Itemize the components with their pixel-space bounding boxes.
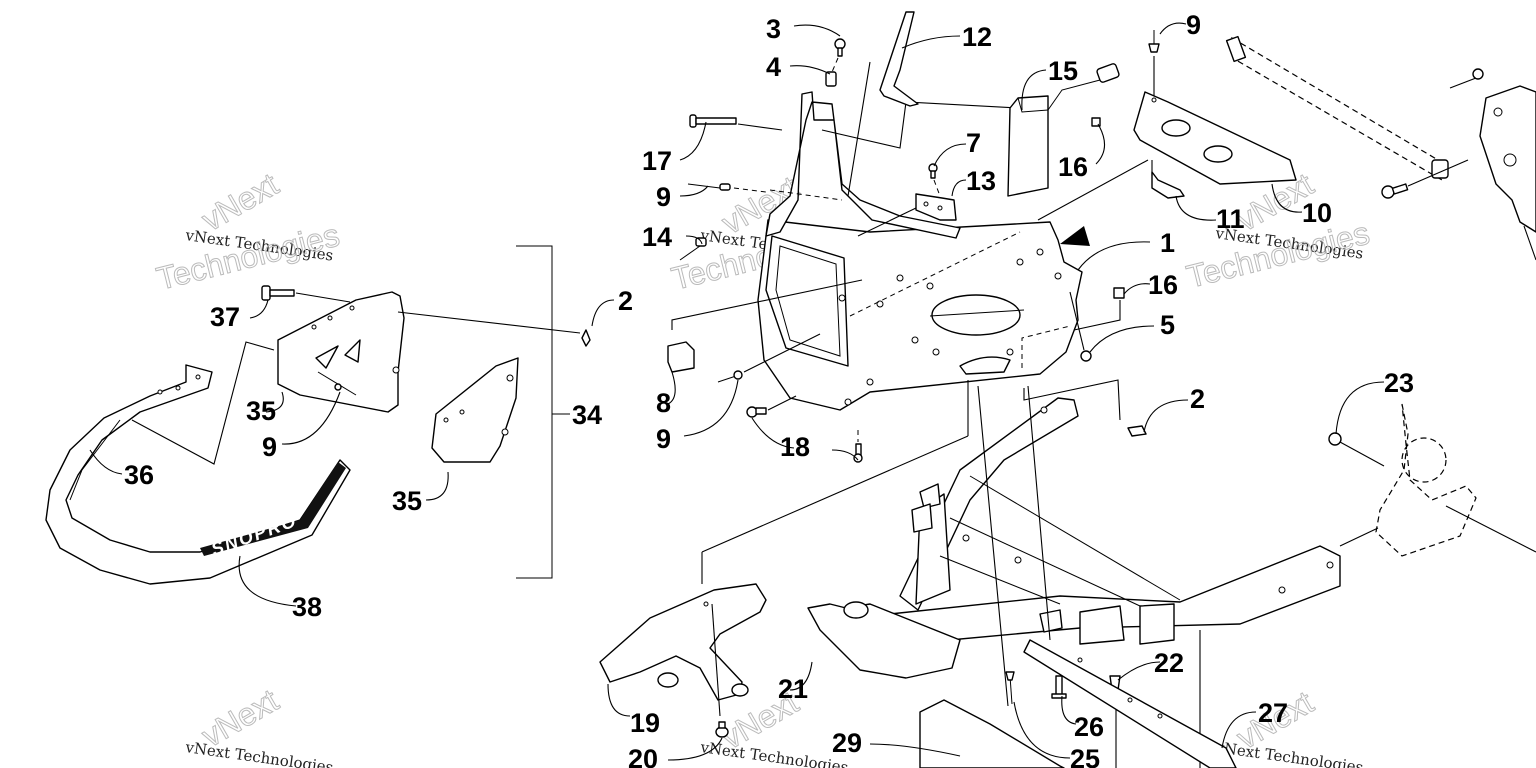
screw-7[interactable]: [928, 163, 938, 179]
callout-15[interactable]: 15: [1048, 56, 1078, 86]
callout-1[interactable]: 1: [1160, 228, 1175, 258]
callout-35-upper[interactable]: 35: [246, 396, 276, 426]
upper-right-assembly: [1037, 30, 1536, 261]
callout-38[interactable]: 38: [292, 592, 322, 622]
callout-9-left[interactable]: 9: [262, 432, 277, 462]
callout-9-top-right[interactable]: 9: [1186, 10, 1201, 40]
nut-upper-right[interactable]: [1472, 68, 1484, 80]
screw-5[interactable]: [1080, 350, 1092, 362]
callout-4[interactable]: 4: [766, 52, 781, 82]
callout-22[interactable]: 22: [1154, 648, 1184, 678]
callout-3[interactable]: 3: [766, 14, 781, 44]
rivet-9-left[interactable]: [317, 371, 357, 396]
chassis-crossmember[interactable]: [889, 545, 1341, 645]
callout-18[interactable]: 18: [780, 432, 810, 462]
clip-2-left[interactable]: [581, 329, 591, 347]
callout-36[interactable]: 36: [124, 460, 154, 490]
lower-rail[interactable]: [1023, 639, 1237, 768]
rivet-9-lower[interactable]: [717, 370, 743, 383]
callout-8[interactable]: 8: [656, 388, 671, 418]
bolt-18-lower[interactable]: [853, 443, 863, 463]
watermark-text: vNext: [196, 166, 285, 238]
callout-16-upper[interactable]: 16: [1058, 152, 1088, 182]
front-frame-assembly: [667, 11, 1147, 463]
bumper-block-8[interactable]: [667, 341, 695, 373]
spindle-mount-21[interactable]: [807, 603, 961, 679]
bolt-26[interactable]: [1051, 675, 1067, 699]
rivet-9-upper[interactable]: [687, 183, 731, 191]
callout-25[interactable]: 25: [1070, 744, 1100, 768]
nut-23[interactable]: [1328, 432, 1342, 446]
callout-13[interactable]: 13: [966, 166, 996, 196]
frame-window: [765, 235, 849, 367]
callout-leaders: [89, 22, 1385, 761]
callout-14[interactable]: 14: [642, 222, 672, 252]
callout-9-lower[interactable]: 9: [656, 424, 671, 454]
clip-2-right[interactable]: [1127, 425, 1147, 437]
bracket-13[interactable]: [915, 193, 957, 221]
callout-9-upper[interactable]: 9: [656, 182, 671, 212]
nut-16-upper[interactable]: [1091, 117, 1101, 127]
nut-16-right[interactable]: [1113, 287, 1125, 299]
bolt-18[interactable]: [746, 406, 767, 418]
callout-10[interactable]: 10: [1302, 198, 1332, 228]
callout-16-right[interactable]: 16: [1148, 270, 1178, 300]
callout-34[interactable]: 34: [572, 400, 602, 430]
bolt-37[interactable]: [261, 285, 295, 301]
bumper-assembly: SNOPRO: [45, 245, 591, 585]
callout-7[interactable]: 7: [966, 128, 981, 158]
rivet-9-top-right[interactable]: [1148, 30, 1160, 53]
part-15-module[interactable]: [1007, 63, 1120, 197]
lower-skid-plate[interactable]: [919, 699, 1065, 768]
bumper-stop-20[interactable]: [715, 721, 729, 738]
callout-2-left[interactable]: 2: [618, 286, 633, 316]
callout-12[interactable]: 12: [962, 22, 992, 52]
callout-2-right[interactable]: 2: [1190, 384, 1205, 414]
callout-17[interactable]: 17: [642, 146, 672, 176]
upper-mount-bracket[interactable]: [765, 91, 961, 239]
watermark-text: vNext Technologies: [698, 738, 849, 768]
callout-11[interactable]: 11: [1216, 204, 1245, 234]
side-plate-35-lower[interactable]: [431, 357, 519, 463]
callout-21[interactable]: 21: [778, 674, 808, 704]
callout-23[interactable]: 23: [1384, 368, 1414, 398]
callout-26[interactable]: 26: [1074, 712, 1104, 742]
watermark-text: vNext Technologies: [1213, 738, 1364, 768]
plate-10[interactable]: [1133, 91, 1297, 185]
spacer-4[interactable]: [825, 71, 837, 87]
watermark-text: vNext: [196, 682, 285, 754]
direction-arrow-icon: [1060, 226, 1090, 246]
callout-27[interactable]: 27: [1258, 698, 1288, 728]
a-arm-19[interactable]: [599, 583, 767, 701]
lower-chassis: [599, 380, 1536, 768]
bracket-11[interactable]: [1151, 171, 1185, 199]
screw-3[interactable]: [834, 38, 846, 57]
callout-labels: 3 4 12 15 17 9 7 13 16 14 9 11 10 1 16 5…: [124, 10, 1414, 768]
callout-20[interactable]: 20: [628, 744, 658, 768]
callout-29[interactable]: 29: [832, 728, 862, 758]
callout-35-lower[interactable]: 35: [392, 486, 422, 516]
bolt-upper-right[interactable]: [1381, 183, 1409, 199]
watermark-text: Technologies: [1183, 215, 1373, 295]
callout-5[interactable]: 5: [1160, 310, 1175, 340]
callout-37[interactable]: 37: [210, 302, 240, 332]
part-12-deflector[interactable]: [879, 11, 919, 107]
bumper-tube-36[interactable]: [45, 364, 351, 585]
group-bracket-34: [516, 245, 553, 579]
watermark-text: Technologies: [153, 217, 343, 297]
ghost-bracket-23: [1375, 403, 1477, 557]
bolt-17[interactable]: [689, 114, 737, 128]
side-plate-35-upper[interactable]: [277, 291, 405, 413]
callout-19[interactable]: 19: [630, 708, 660, 738]
rivet-25[interactable]: [1005, 671, 1015, 705]
